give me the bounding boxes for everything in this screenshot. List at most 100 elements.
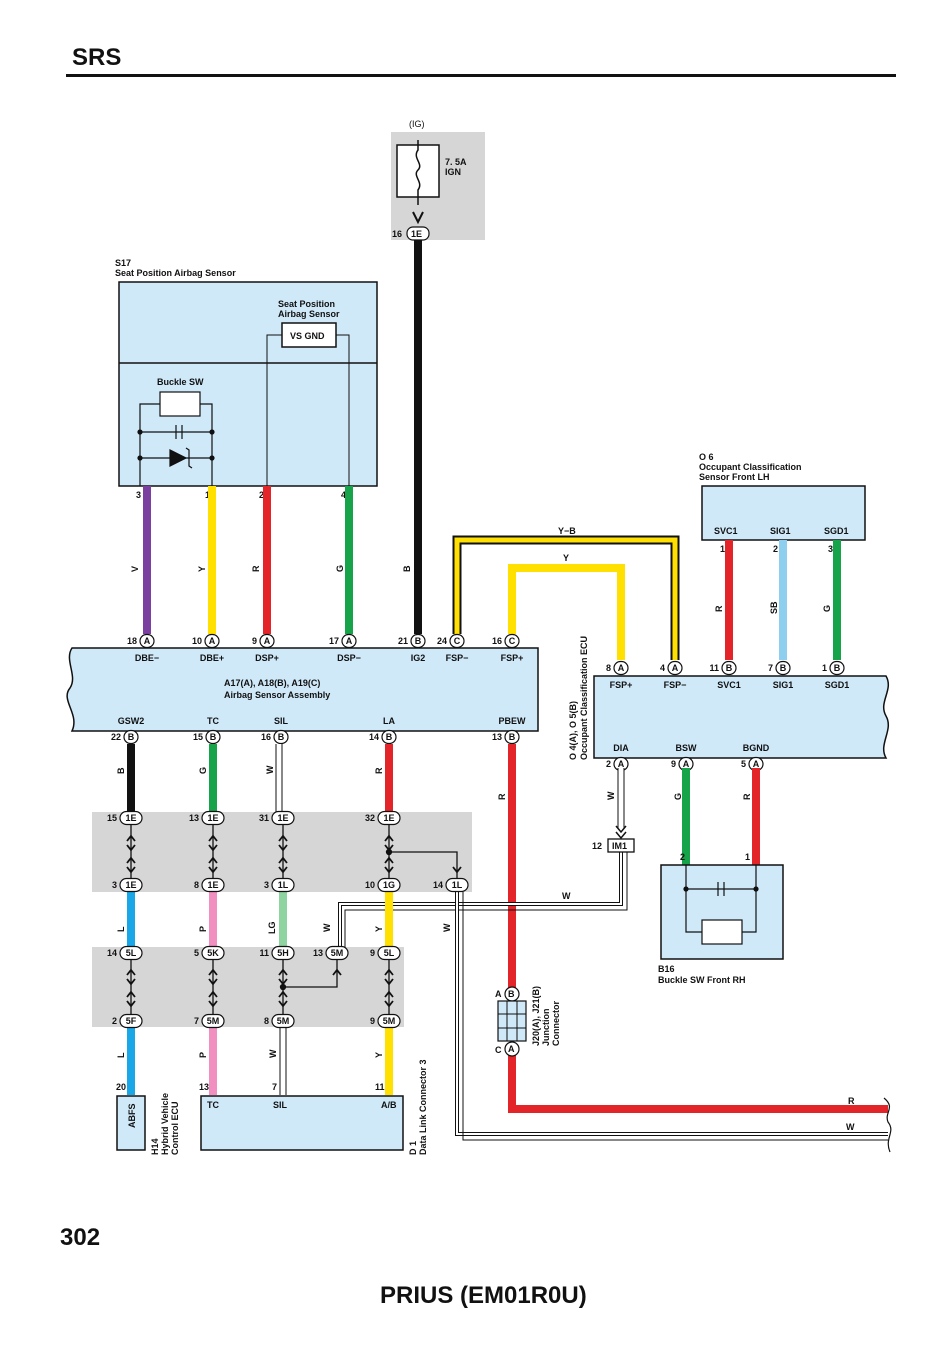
arrow-up-icon: [384, 856, 394, 864]
arrow-down-icon: [208, 844, 218, 852]
airbag-top-6-conn: C: [509, 636, 516, 646]
airbag-top-4-badge: [410, 633, 426, 649]
im1-arrow-icon: [615, 825, 627, 840]
fuse-name: IGN: [445, 167, 461, 177]
model-footer: PRIUS (EM01R0U): [380, 1282, 587, 1309]
ocecu-bottom-2-conn: A: [753, 759, 760, 769]
im1-badge: [607, 838, 635, 853]
wire-label-mid-lg: LG: [267, 922, 277, 935]
airbag-top-term-4: IG2: [411, 653, 426, 663]
jb2-bottom-0-badge: [119, 1013, 143, 1029]
b16-pin-1: 1: [745, 852, 750, 862]
arrow-up-icon: [126, 856, 136, 864]
d1-term-sil: SIL: [273, 1100, 288, 1110]
ocecu-top-3-badge: [775, 660, 791, 676]
airbag-bottom-2-conn: B: [278, 732, 285, 742]
wire-label-mid-l: L: [116, 926, 126, 932]
wire-label-mid-w2: W: [442, 923, 452, 932]
wire-label-mid-w: W: [322, 923, 332, 932]
upper-wires: [143, 240, 841, 660]
jb2-bottom-2-pin: 8: [264, 1016, 269, 1026]
airbag-top-0-badge: [139, 633, 155, 649]
airbag-bottom-1-conn: B: [210, 732, 217, 742]
jconn-badge-c: [504, 1041, 520, 1057]
jb2-top-3-conn: 5M: [331, 948, 344, 958]
ocecu-top-3-pin: 7: [768, 663, 773, 673]
wire-label-low-w: W: [268, 1049, 278, 1058]
jb1-top-2-conn: 1E: [277, 813, 288, 823]
airbag-top-2-badge: [259, 633, 275, 649]
b16-switch-icon: [683, 865, 759, 945]
s17-box: [118, 281, 378, 487]
header-rule: [66, 74, 896, 77]
h14-term: ABFS: [127, 1104, 137, 1129]
airbag-top-0-pin: 18: [127, 636, 137, 646]
airbag-top-1-badge: [204, 633, 220, 649]
arrow-down-icon: [452, 866, 462, 874]
jb2-top-4-badge: [377, 945, 401, 961]
arrow-up-icon: [384, 968, 394, 976]
jb1-bottom-3-pin: 10: [365, 880, 375, 890]
b16-code: B16: [658, 964, 675, 974]
arrow-up-icon: [278, 834, 288, 842]
fuse-arrow-icon: [412, 211, 424, 225]
ocecu-top-term-1: FSP−: [664, 680, 687, 690]
wire-label-pbew-r: R: [497, 793, 507, 800]
h14-pin: 20: [116, 1082, 126, 1092]
im1-pin: 12: [592, 841, 602, 851]
wire-label-r: R: [251, 565, 261, 572]
airbag-bottom-2-badge: [273, 729, 289, 745]
arrow-up-icon: [278, 968, 288, 976]
b16-name: Buckle SW Front RH: [658, 975, 746, 985]
o6-pin-2: 2: [773, 544, 778, 554]
jb2-top-2-conn: 5H: [277, 948, 289, 958]
wire-label-ig-b: B: [402, 565, 412, 572]
jb1-bottom-0-badge: [119, 877, 143, 893]
wire-label-v: V: [130, 566, 140, 572]
buckle-sw-icon: [137, 391, 215, 486]
ocecu-top-0-badge: [613, 660, 629, 676]
wire-label-g: G: [335, 565, 345, 572]
o6-name2: Sensor Front LH: [699, 472, 770, 482]
ocecu-top-1-pin: 4: [660, 663, 665, 673]
wire-label-gsw2-b: B: [116, 767, 126, 774]
ocecu-top-2-badge: [721, 660, 737, 676]
arrow-down-icon: [384, 844, 394, 852]
arrow-up-icon: [278, 990, 288, 998]
h14-name1: Hybrid Vehicle: [160, 1093, 170, 1155]
airbag-top-3-conn: A: [346, 636, 353, 646]
wire-label-w-long: W: [562, 891, 571, 901]
b16-pin-2: 2: [680, 852, 685, 862]
wire-label-o6-sb: SB: [769, 601, 779, 614]
airbag-top-1-conn: A: [209, 636, 216, 646]
o6-term-3: SGD1: [824, 526, 849, 536]
ocecu-top-term-0: FSP+: [610, 680, 633, 690]
arrow-up-icon: [278, 856, 288, 864]
airbag-bottom-4-conn: B: [509, 732, 516, 742]
o6-box: [701, 485, 866, 541]
arrow-up-icon: [208, 990, 218, 998]
jb1-top-3-badge: [377, 810, 401, 826]
airbag-bottom-term-3: LA: [383, 716, 395, 726]
d1-box: [200, 1095, 404, 1151]
airbag-top-term-1: DBE+: [200, 653, 224, 663]
jb2-top-2-pin: 11: [259, 948, 269, 958]
jconn-pin-a: A: [495, 989, 502, 999]
fuse-icon: [415, 140, 421, 205]
jb1-bottom-2-conn: 1L: [278, 880, 289, 890]
jb1-top-2-pin: 31: [259, 813, 269, 823]
fuse-conn: 1E: [411, 229, 422, 239]
ocecu-bottom-1-pin: 9: [671, 759, 676, 769]
jb2-bottom-2-conn: 5M: [277, 1016, 290, 1026]
jb2-bottom-2-badge: [271, 1013, 295, 1029]
wire-label-la-r: R: [374, 767, 384, 774]
wire-label-sil-w: W: [265, 765, 275, 774]
wire-label-out-w: W: [846, 1122, 855, 1132]
arrow-down-icon: [278, 844, 288, 852]
jconn-conn-a: B: [508, 989, 515, 999]
arrow-down-icon: [384, 978, 394, 986]
wire-label-out-r: R: [848, 1096, 855, 1106]
